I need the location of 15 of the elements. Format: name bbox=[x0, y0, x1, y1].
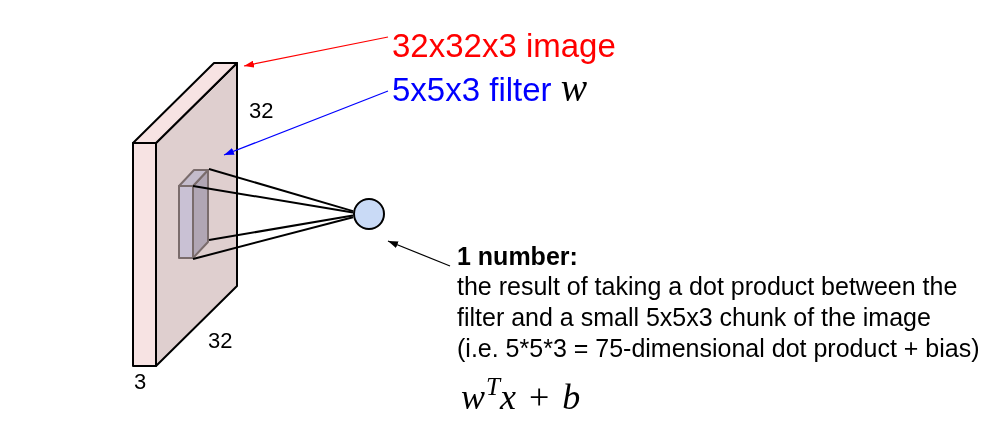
connection-line bbox=[192, 216, 354, 260]
connection-line bbox=[192, 185, 354, 214]
leader-arrow bbox=[387, 240, 451, 267]
dimension-label: 32 bbox=[249, 98, 274, 124]
filter-size-label: 5x5x3 filter w bbox=[392, 66, 588, 112]
annotation-text: the result of taking a dot product between the filter and a small 5x5x3 chunk of the image (i.e. 5*5*3 = 75-dimensional dot product + bias) bbox=[457, 271, 981, 364]
leader-arrow bbox=[243, 36, 389, 68]
connection-line bbox=[208, 168, 354, 213]
image-size-label: 32x32x3 image bbox=[392, 27, 616, 65]
formula: w$^{T}$x + b bbox=[461, 379, 581, 415]
leader-arrow bbox=[223, 90, 389, 156]
dimension-label: 32 bbox=[208, 328, 233, 354]
connection-line bbox=[208, 214, 354, 241]
annotation-heading: 1 number: bbox=[457, 242, 578, 271]
dimension-label: 3 bbox=[134, 369, 147, 395]
